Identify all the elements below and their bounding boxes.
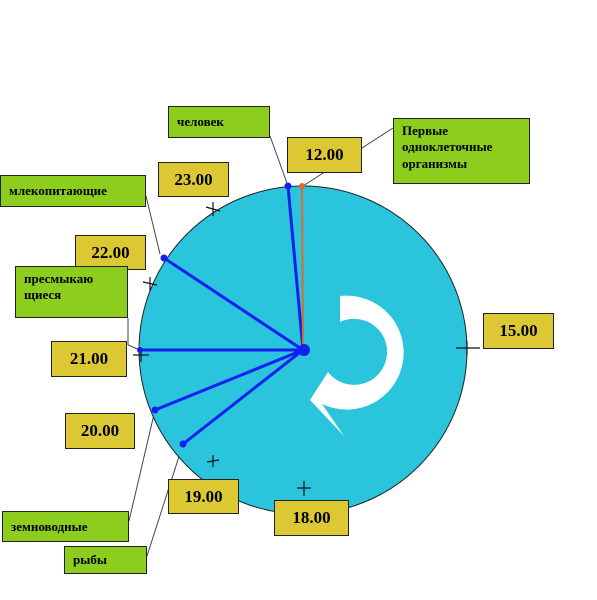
tick-1800 — [297, 481, 311, 496]
hand-first-life — [301, 185, 304, 351]
hand-amphibians — [153, 348, 305, 412]
dot-fish — [179, 440, 187, 448]
leader-amphibians — [128, 409, 156, 522]
tick-2300 — [205, 202, 221, 216]
label-fish: рыбы — [64, 546, 147, 574]
time-label-2000: 20.00 — [65, 413, 135, 449]
dot-amphibians — [151, 406, 159, 414]
tick-1500 — [456, 341, 480, 355]
hand-human — [286, 184, 305, 352]
dot-first-life — [299, 183, 305, 189]
leader-mammals — [145, 195, 161, 255]
dot-human — [284, 182, 292, 190]
time-label-1800: 18.00 — [274, 500, 349, 536]
tick-2200 — [142, 277, 158, 291]
dot-mammals — [160, 254, 168, 262]
rotation-arrow-icon — [310, 295, 404, 436]
leader-human — [269, 135, 289, 187]
label-human: человек — [168, 106, 270, 138]
time-label-2300: 23.00 — [158, 162, 229, 197]
hand-mammals — [162, 256, 305, 352]
clock-center — [298, 344, 310, 356]
label-mammals: млекопитающие — [0, 175, 146, 207]
label-amphibians: земноводные — [2, 511, 129, 542]
time-label-2100: 21.00 — [51, 341, 127, 377]
label-first-unicellular: Первые одноклеточные организмы — [393, 118, 530, 184]
label-reptiles: пресмыкаю щиеся — [15, 266, 128, 318]
hand-fish — [181, 348, 305, 446]
time-label-1200: 12.00 — [287, 137, 362, 173]
leader-fish — [146, 443, 184, 557]
tick-1900 — [206, 455, 220, 467]
time-label-1500: 15.00 — [483, 313, 554, 349]
time-label-2200: 22.00 — [75, 235, 146, 270]
dot-reptiles — [137, 347, 143, 353]
time-label-1900: 19.00 — [168, 479, 239, 514]
